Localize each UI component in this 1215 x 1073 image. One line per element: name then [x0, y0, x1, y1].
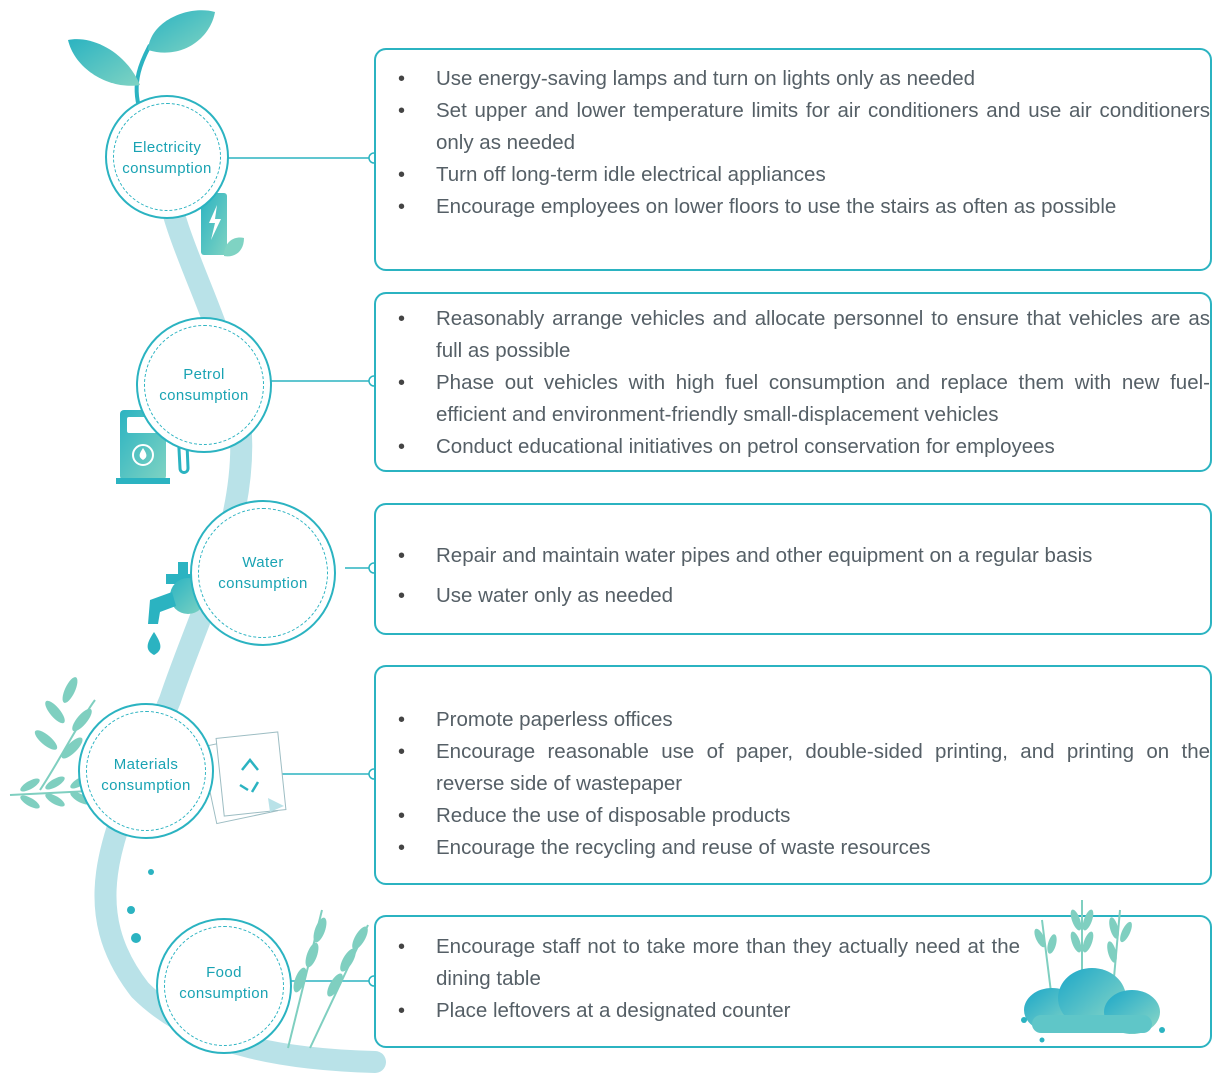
list-item: Place leftovers at a designated counter: [376, 995, 1210, 1027]
electricity-measures-panel: Use energy-saving lamps and turn on ligh…: [374, 48, 1212, 271]
wheat-icon: [287, 909, 369, 1049]
circle-water: Water consumption: [190, 500, 336, 646]
list-item: Repair and maintain water pipes and othe…: [376, 540, 1210, 572]
sprout-icon: [68, 10, 215, 111]
food-bowl-illustration: [1021, 900, 1165, 1043]
list-item: Reasonably arrange vehicles and allocate…: [376, 303, 1210, 367]
fern-icon: [9, 677, 111, 809]
list-item: Set upper and lower temperature limits f…: [376, 95, 1210, 159]
list-item: Encourage reasonable use of paper, doubl…: [376, 736, 1210, 800]
electricity-measures-list: Use energy-saving lamps and turn on ligh…: [376, 63, 1210, 223]
food-measures-list: Encourage staff not to take more than th…: [376, 931, 1210, 1027]
list-item: Use water only as needed: [376, 580, 1210, 612]
water-measures-list: Repair and maintain water pipes and othe…: [376, 540, 1210, 612]
circle-materials: Materials consumption: [78, 703, 214, 839]
circle-petrol: Petrol consumption: [136, 317, 272, 453]
decor-dots: [127, 869, 154, 943]
battery-icon: [201, 187, 244, 257]
list-item: Turn off long-term idle electrical appli…: [376, 159, 1210, 191]
label-water: Water consumption: [218, 554, 308, 592]
list-item: Reduce the use of disposable products: [376, 800, 1210, 832]
circle-electricity: Electricity consumption: [105, 95, 229, 219]
list-item: Encourage staff not to take more than th…: [376, 931, 1210, 995]
materials-measures-panel: Promote paperless offices Encourage reas…: [374, 665, 1212, 885]
list-item: Encourage employees on lower floors to u…: [376, 191, 1210, 223]
water-measures-panel: Repair and maintain water pipes and othe…: [374, 503, 1212, 635]
label-petrol: Petrol consumption: [159, 366, 249, 404]
list-item: Phase out vehicles with high fuel consum…: [376, 367, 1210, 431]
materials-measures-list: Promote paperless offices Encourage reas…: [376, 704, 1210, 864]
list-item: Use energy-saving lamps and turn on ligh…: [376, 63, 1210, 95]
label-food: Food consumption: [179, 964, 269, 1002]
list-item: Promote paperless offices: [376, 704, 1210, 736]
label-electricity: Electricity consumption: [122, 139, 212, 177]
recycle-paper-icon: [199, 731, 287, 825]
petrol-measures-list: Reasonably arrange vehicles and allocate…: [376, 303, 1210, 463]
list-item: Encourage the recycling and reuse of was…: [376, 832, 1210, 864]
list-item: Conduct educational initiatives on petro…: [376, 431, 1210, 463]
label-materials: Materials consumption: [101, 756, 191, 794]
petrol-measures-panel: Reasonably arrange vehicles and allocate…: [374, 292, 1212, 472]
circle-food: Food consumption: [156, 918, 292, 1054]
